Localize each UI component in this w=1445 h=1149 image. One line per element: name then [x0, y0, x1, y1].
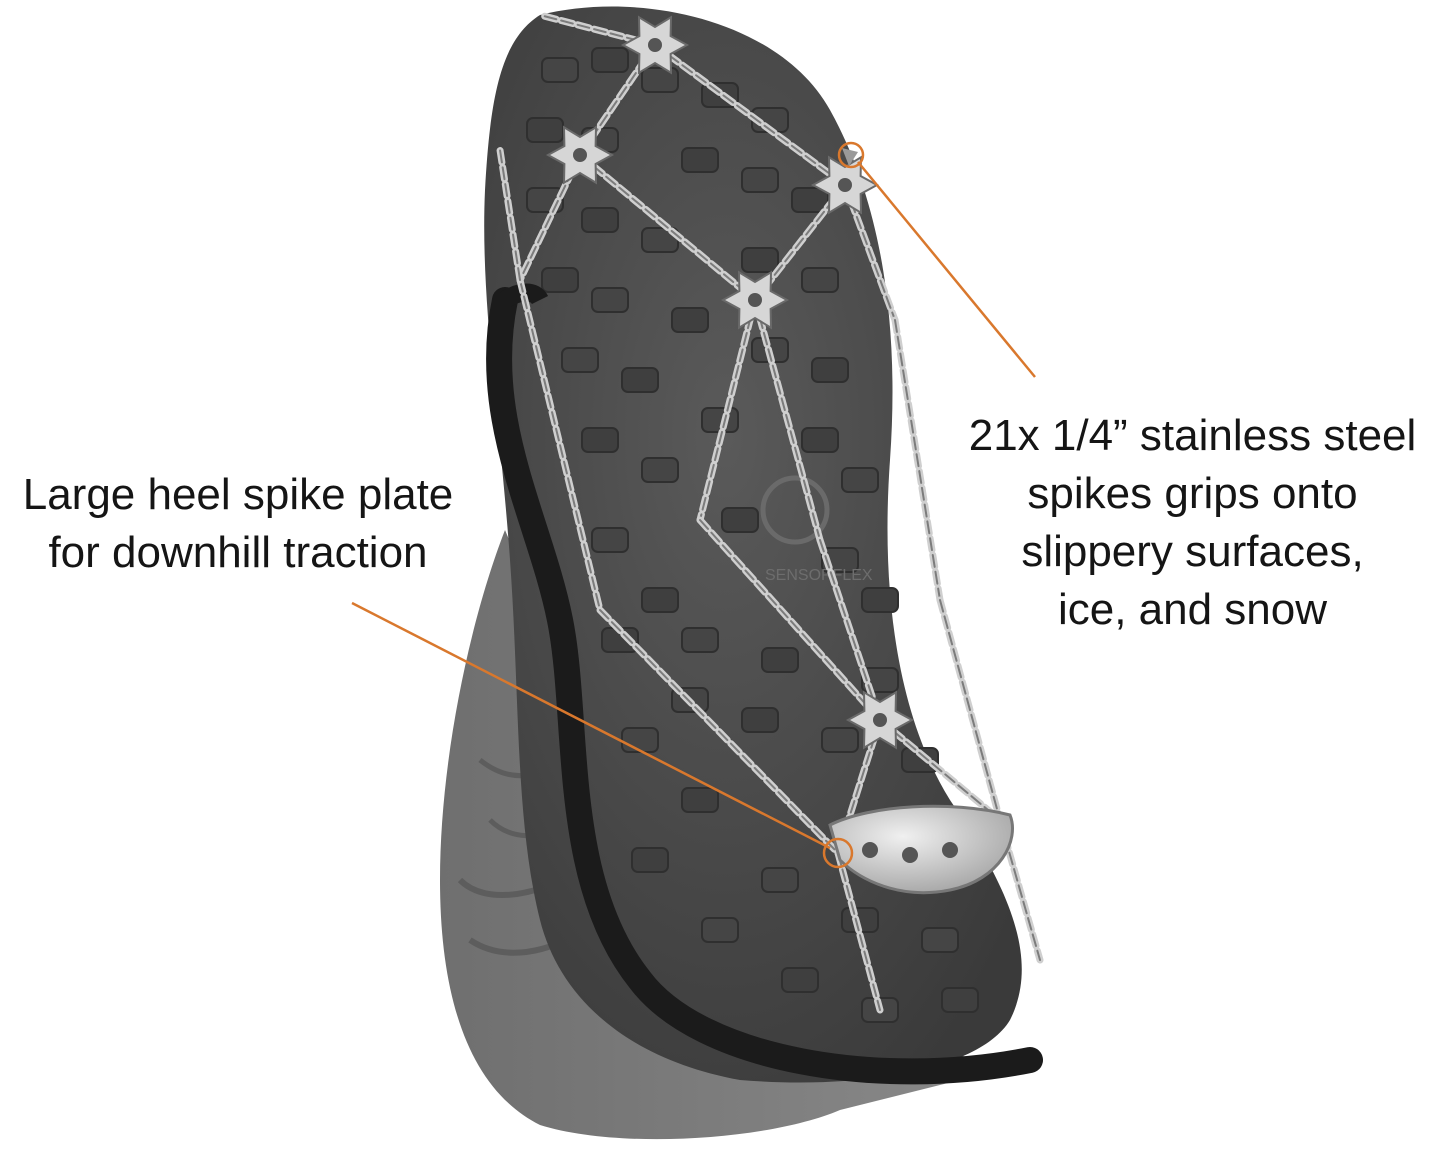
chain-segment [579, 154, 756, 301]
spikes-callout-line-4: ice, and snow [1057, 585, 1328, 634]
sole-lug [841, 467, 879, 493]
sole-lug [561, 347, 599, 373]
sole-lug [801, 267, 839, 293]
chain-segment [754, 299, 821, 541]
sole-lug [801, 427, 839, 453]
spike-callout-ring [837, 141, 865, 169]
heel-spike-plate [828, 804, 1014, 895]
sole-lug [526, 117, 564, 143]
sole-lug [811, 357, 849, 383]
elastomer-harness [486, 283, 1043, 1085]
chain-segment [879, 719, 1001, 821]
sole-lug [591, 47, 629, 73]
sole-lug [541, 267, 579, 293]
chain-segment [894, 319, 941, 601]
heel-plate-callout-line-2: for downhill traction [48, 528, 428, 577]
sole-lug [761, 867, 799, 893]
sole-lug [681, 147, 719, 173]
chain-segment [837, 852, 881, 1011]
sole-lug [901, 747, 939, 773]
sole-lug [721, 507, 759, 533]
heel-callout-ring [822, 837, 854, 869]
sole-lug [681, 787, 719, 813]
sole-lug [591, 287, 629, 313]
chain-segment [519, 279, 601, 611]
sole-lug [581, 207, 619, 233]
chain-segment [939, 599, 1001, 821]
sole-lug [741, 247, 779, 273]
sole-lug [921, 927, 959, 953]
sole-lug [591, 527, 629, 553]
sole-lug [631, 847, 669, 873]
sole-lug [791, 187, 829, 213]
spike-plate [845, 690, 915, 750]
spikes-callout-line-3: slippery surfaces, [1021, 527, 1364, 576]
heel-plate-callout-line-1: Large heel spike plate [22, 470, 454, 519]
callout-lines [351, 141, 1036, 869]
sole-lug [861, 587, 899, 613]
sole-lugs [526, 47, 979, 1023]
sole-lug [641, 587, 679, 613]
sole-lug [641, 457, 679, 483]
sole-lug [671, 307, 709, 333]
sole-badge-text: SENSORFLEX [765, 567, 873, 584]
spikes-callout: 21x 1/4” stainless steel spikes grips on… [940, 407, 1445, 639]
heel-plate-callout: Large heel spike plate for downhill trac… [0, 466, 476, 582]
spikes-callout-line-1: 21x 1/4” stainless steel [968, 411, 1417, 460]
sole-lug [761, 647, 799, 673]
sole-lug [621, 367, 659, 393]
sole-lug [581, 427, 619, 453]
sole-lug [541, 57, 579, 83]
chain-segment [654, 44, 846, 186]
sole-lug [821, 727, 859, 753]
sole-lug [621, 727, 659, 753]
sole-lug [741, 167, 779, 193]
stainless-spike [842, 148, 858, 166]
sole-lug [701, 917, 739, 943]
sole-lug [741, 707, 779, 733]
spike-plates [545, 15, 915, 750]
spike-plate [810, 155, 880, 215]
chain-segment [819, 539, 881, 721]
chain-segment [599, 609, 839, 854]
sole-lug [941, 987, 979, 1013]
sole-lug [681, 627, 719, 653]
heel-callout-line [351, 601, 831, 850]
chain-segment [699, 299, 756, 521]
spike-plate [720, 270, 790, 330]
sole-lug [781, 967, 819, 993]
spike-plate [545, 125, 615, 185]
spike-plate [620, 15, 690, 75]
sole-lug [641, 67, 679, 93]
chain-segment [499, 149, 521, 281]
chain-segment [699, 519, 881, 721]
spikes-callout-line-2: spikes grips onto [1027, 469, 1358, 518]
spike-callout-line [857, 161, 1036, 378]
